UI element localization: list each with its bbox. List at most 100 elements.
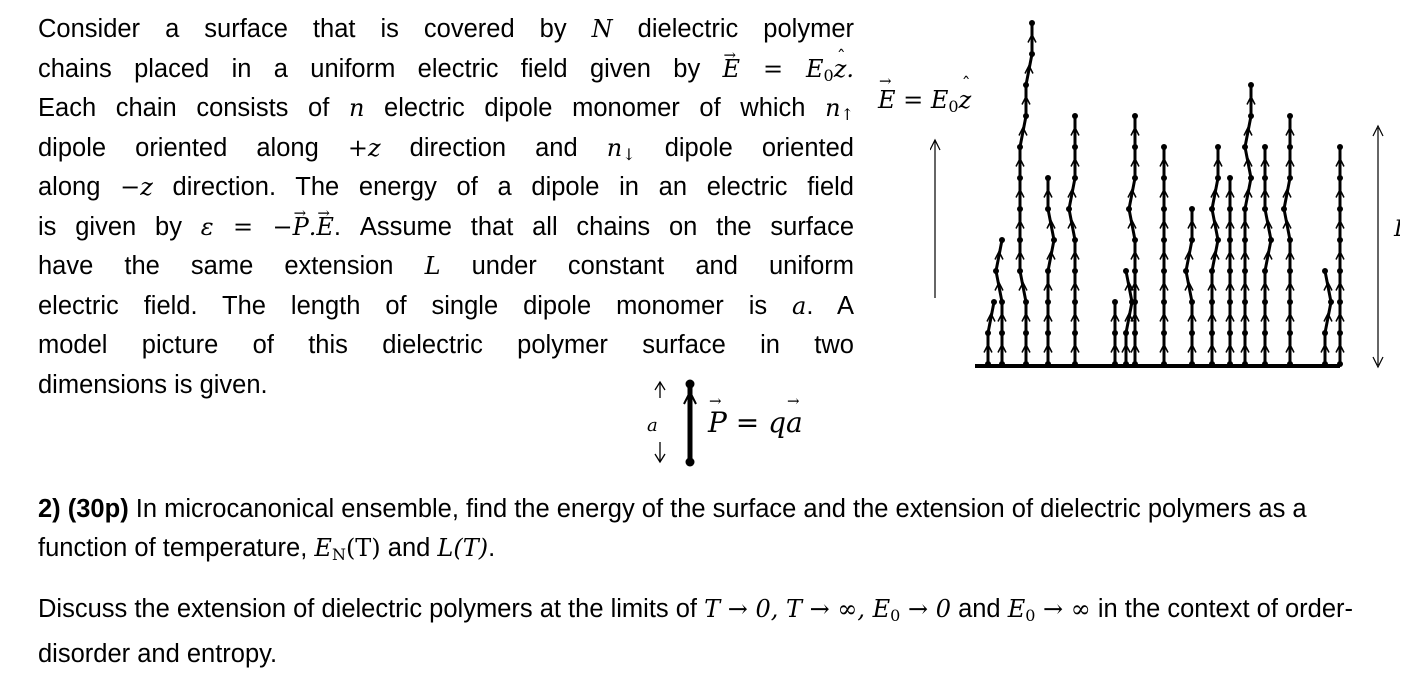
dipole-arrow (1246, 94, 1256, 105)
dipole-arrow (997, 311, 1007, 322)
dipole-length-arrow (654, 380, 666, 464)
monomer-node (1287, 144, 1293, 150)
dipole-arrow (1210, 187, 1220, 198)
monomer-node (1227, 330, 1233, 336)
text: dipole oriented along (38, 133, 348, 162)
monomer-node (1262, 175, 1268, 181)
dipole-arrow (1285, 125, 1295, 136)
monomer-node (1287, 299, 1293, 305)
dipole-arrow (1159, 218, 1169, 229)
monomer-node (1017, 268, 1023, 274)
dipole-arrow (1282, 218, 1292, 229)
math-a: a (792, 291, 807, 320)
dipole-arrow (1043, 187, 1053, 198)
question-label: 2) (30p) (38, 495, 129, 523)
dipole-arrow (1263, 218, 1273, 229)
dipole-arrow (1243, 156, 1253, 167)
dipole-arrow (1015, 249, 1025, 260)
dipole-arrow (1070, 156, 1080, 167)
math-plusz: +z (347, 133, 381, 162)
dipole-arrow (1127, 187, 1137, 198)
monomer-node (1112, 299, 1118, 305)
monomer-node (1242, 237, 1248, 243)
text: Consider a surface that is covered by (38, 15, 592, 43)
polymer-chain (1018, 23, 1034, 364)
text: dipole oriented (635, 133, 854, 162)
math-energy: ε = −P.E (201, 194, 334, 241)
monomer-node (1017, 175, 1023, 181)
monomer-node (1017, 206, 1023, 212)
intro-line-6: is given by ε = −P.E. Assume that all ch… (38, 194, 854, 248)
math-limits-1: T → 0, T → ∞, E0 → 0 (704, 595, 951, 625)
dipole-arrow (1015, 218, 1025, 229)
dipole-arrow (1046, 249, 1056, 260)
monomer-node (1132, 361, 1138, 367)
monomer-node (1227, 175, 1233, 181)
monomer-node (1029, 20, 1035, 26)
monomer-node (999, 299, 1005, 305)
polymer-surface-figure: L (930, 20, 1400, 369)
monomer-node (1337, 299, 1343, 305)
dipole-arrow (1187, 311, 1197, 322)
monomer-node (1112, 330, 1118, 336)
dipole-arrow (1225, 342, 1235, 353)
monomer-node (1227, 268, 1233, 274)
monomer-node (1045, 268, 1051, 274)
monomer-node (1023, 361, 1029, 367)
dipole-arrow (1335, 187, 1345, 198)
dipole-arrow (1018, 125, 1028, 136)
monomer-node (1281, 206, 1287, 212)
monomer-node (1227, 361, 1233, 367)
dipole-arrow (1335, 342, 1345, 353)
dipole-arrow (1130, 249, 1140, 260)
monomer-node (1023, 330, 1029, 336)
monomer-node (1132, 175, 1138, 181)
monomer-node (1189, 330, 1195, 336)
monomer-node (1262, 299, 1268, 305)
monomer-node (1227, 299, 1233, 305)
dipole-arrow (1067, 187, 1077, 198)
monomer-node (1072, 175, 1078, 181)
monomer-node (1242, 299, 1248, 305)
text: direction. The energy of a dipole in an … (152, 173, 854, 201)
dipole-arrow (1043, 311, 1053, 322)
monomer-node (1209, 268, 1215, 274)
math-efield: E = E0z. (723, 36, 854, 85)
dipole-arrow (994, 249, 1004, 260)
dipole-arrow (1285, 156, 1295, 167)
monomer-node (1045, 330, 1051, 336)
extension-label: L (1393, 217, 1400, 242)
text: . (488, 534, 496, 562)
monomer-node (1209, 206, 1215, 212)
monomer-node (1268, 237, 1274, 243)
monomer-node (1045, 361, 1051, 367)
dipole-arrow (1130, 156, 1140, 167)
dipole-arrow (1070, 311, 1080, 322)
monomer-node (1262, 144, 1268, 150)
polymer-chain (1263, 147, 1273, 364)
monomer-node (1242, 330, 1248, 336)
dipole-arrow (1046, 218, 1056, 229)
polymer-chain (1323, 270, 1333, 364)
monomer-node (1287, 175, 1293, 181)
dipole-arrow (1323, 280, 1333, 291)
monomer-node (991, 299, 997, 305)
monomer-node (1072, 113, 1078, 119)
monomer-node (1215, 175, 1221, 181)
text: electric dipole monomer of which (364, 94, 826, 122)
monomer-node (1161, 299, 1167, 305)
dipole-arrow (1207, 311, 1217, 322)
monomer-node (1161, 237, 1167, 243)
monomer-node (1023, 82, 1029, 88)
monomer-node (1287, 361, 1293, 367)
monomer-node (1072, 237, 1078, 243)
dipole-arrow (1187, 218, 1197, 229)
text: . A (806, 291, 854, 320)
monomer-node (1072, 361, 1078, 367)
question-paragraph: 2) (30p) In microcanonical ensemble, fin… (38, 490, 1383, 574)
dipole-arrow (1070, 342, 1080, 353)
monomer-node (999, 330, 1005, 336)
monomer-node (1242, 361, 1248, 367)
monomer-node (1161, 206, 1167, 212)
monomer-node (1215, 144, 1221, 150)
